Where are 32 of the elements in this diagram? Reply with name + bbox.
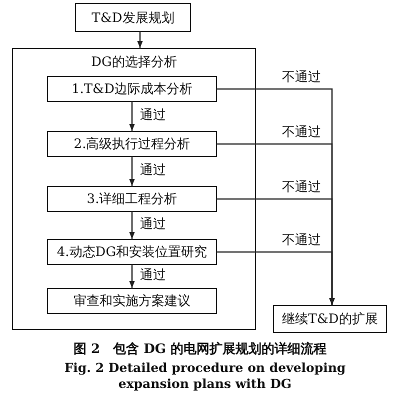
process-box: [47, 131, 217, 157]
process-box: [273, 305, 387, 333]
arrow: [129, 157, 135, 186]
process-box: [75, 3, 191, 32]
group-heading: DG的选择分析: [91, 54, 177, 71]
box-label: 审查和实施方案建议: [74, 293, 190, 310]
edge-label: 不通过: [282, 181, 321, 196]
edge-label: 不通过: [282, 71, 321, 86]
english-caption: Fig. 2 Detailed procedure on developing expansion plans with DG: [63, 360, 347, 392]
box-label: 3.详细工程分析: [86, 191, 178, 208]
arrow: [129, 265, 135, 288]
edge-label: 通过: [140, 164, 166, 178]
edge-label: 不通过: [282, 126, 321, 140]
edge-label: 通过: [140, 218, 166, 232]
arrow: [129, 212, 135, 239]
group-frame: [12, 48, 256, 330]
process-box: [47, 288, 217, 314]
process-box: [47, 186, 217, 212]
arrow: [129, 102, 135, 131]
figure-caption: 图 2 包含 DG 的电网扩展规划的详细流程: [72, 340, 328, 358]
box-label: 继续T&D的扩展: [282, 311, 378, 328]
arrow: [217, 251, 335, 305]
box-label: 2.高级执行过程分析: [74, 136, 190, 153]
box-label: 4.动态DG和安装位置研究: [56, 244, 208, 261]
edge-label: 通过: [140, 108, 166, 123]
edge-label: 通过: [140, 268, 166, 283]
edge-label: 不通过: [282, 234, 321, 248]
process-box: [47, 239, 217, 265]
box-label: T&D发展规划: [92, 10, 174, 26]
box-label: 1.T&D边际成本分析: [71, 81, 193, 98]
process-box: [47, 76, 217, 102]
arrow: [137, 32, 143, 48]
